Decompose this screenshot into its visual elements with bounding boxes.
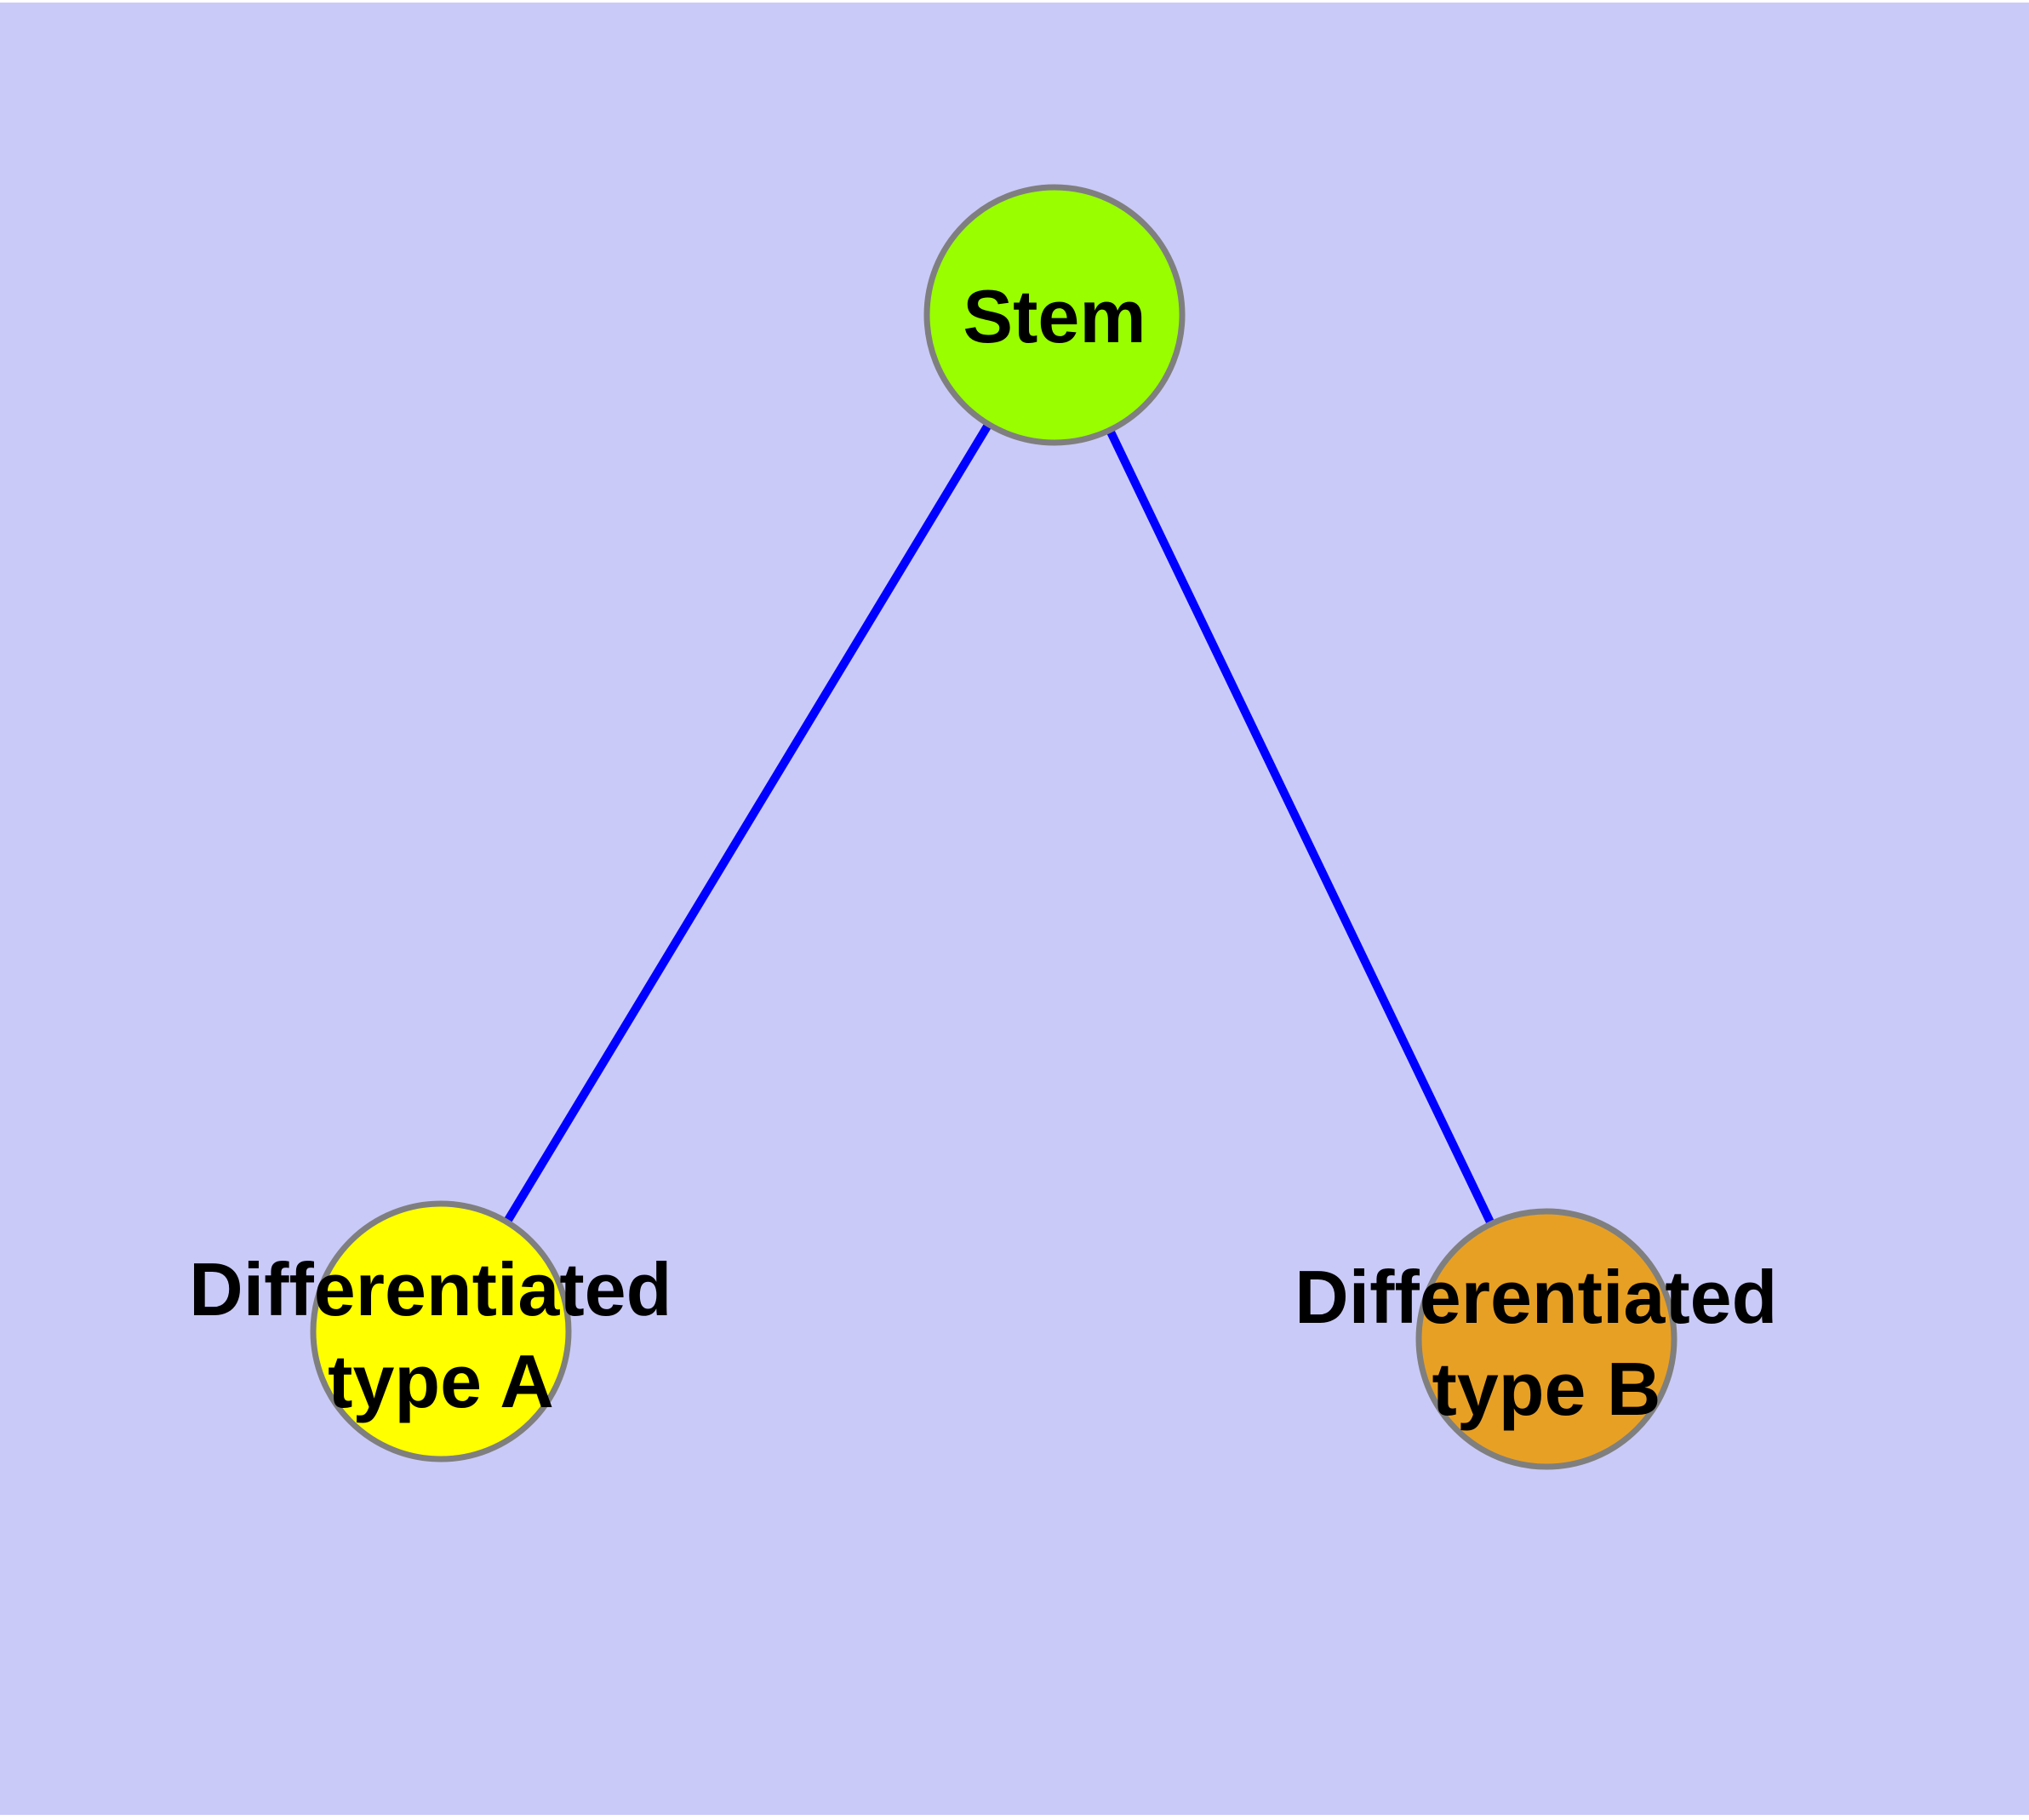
node-type-a-label: Differentiated type A (189, 1247, 693, 1423)
node-type-b-label-line1: Differentiated (1295, 1255, 1777, 1339)
node-type-a-label-line2: type A (328, 1339, 554, 1423)
node-stem-circle (923, 184, 1186, 446)
node-type-b-label: Differentiated type B (1295, 1255, 1798, 1431)
node-stem-label: Stem (963, 274, 1146, 358)
node-type-b-label-line2: type B (1432, 1347, 1661, 1431)
node-type-b-circle (1415, 1208, 1677, 1470)
edge-stem-to-type-a (437, 312, 1059, 1334)
node-type-a-circle (310, 1200, 572, 1462)
node-type-a-label-line1: Differentiated (189, 1247, 672, 1331)
edge-stem-to-type-b (1050, 312, 1551, 1342)
